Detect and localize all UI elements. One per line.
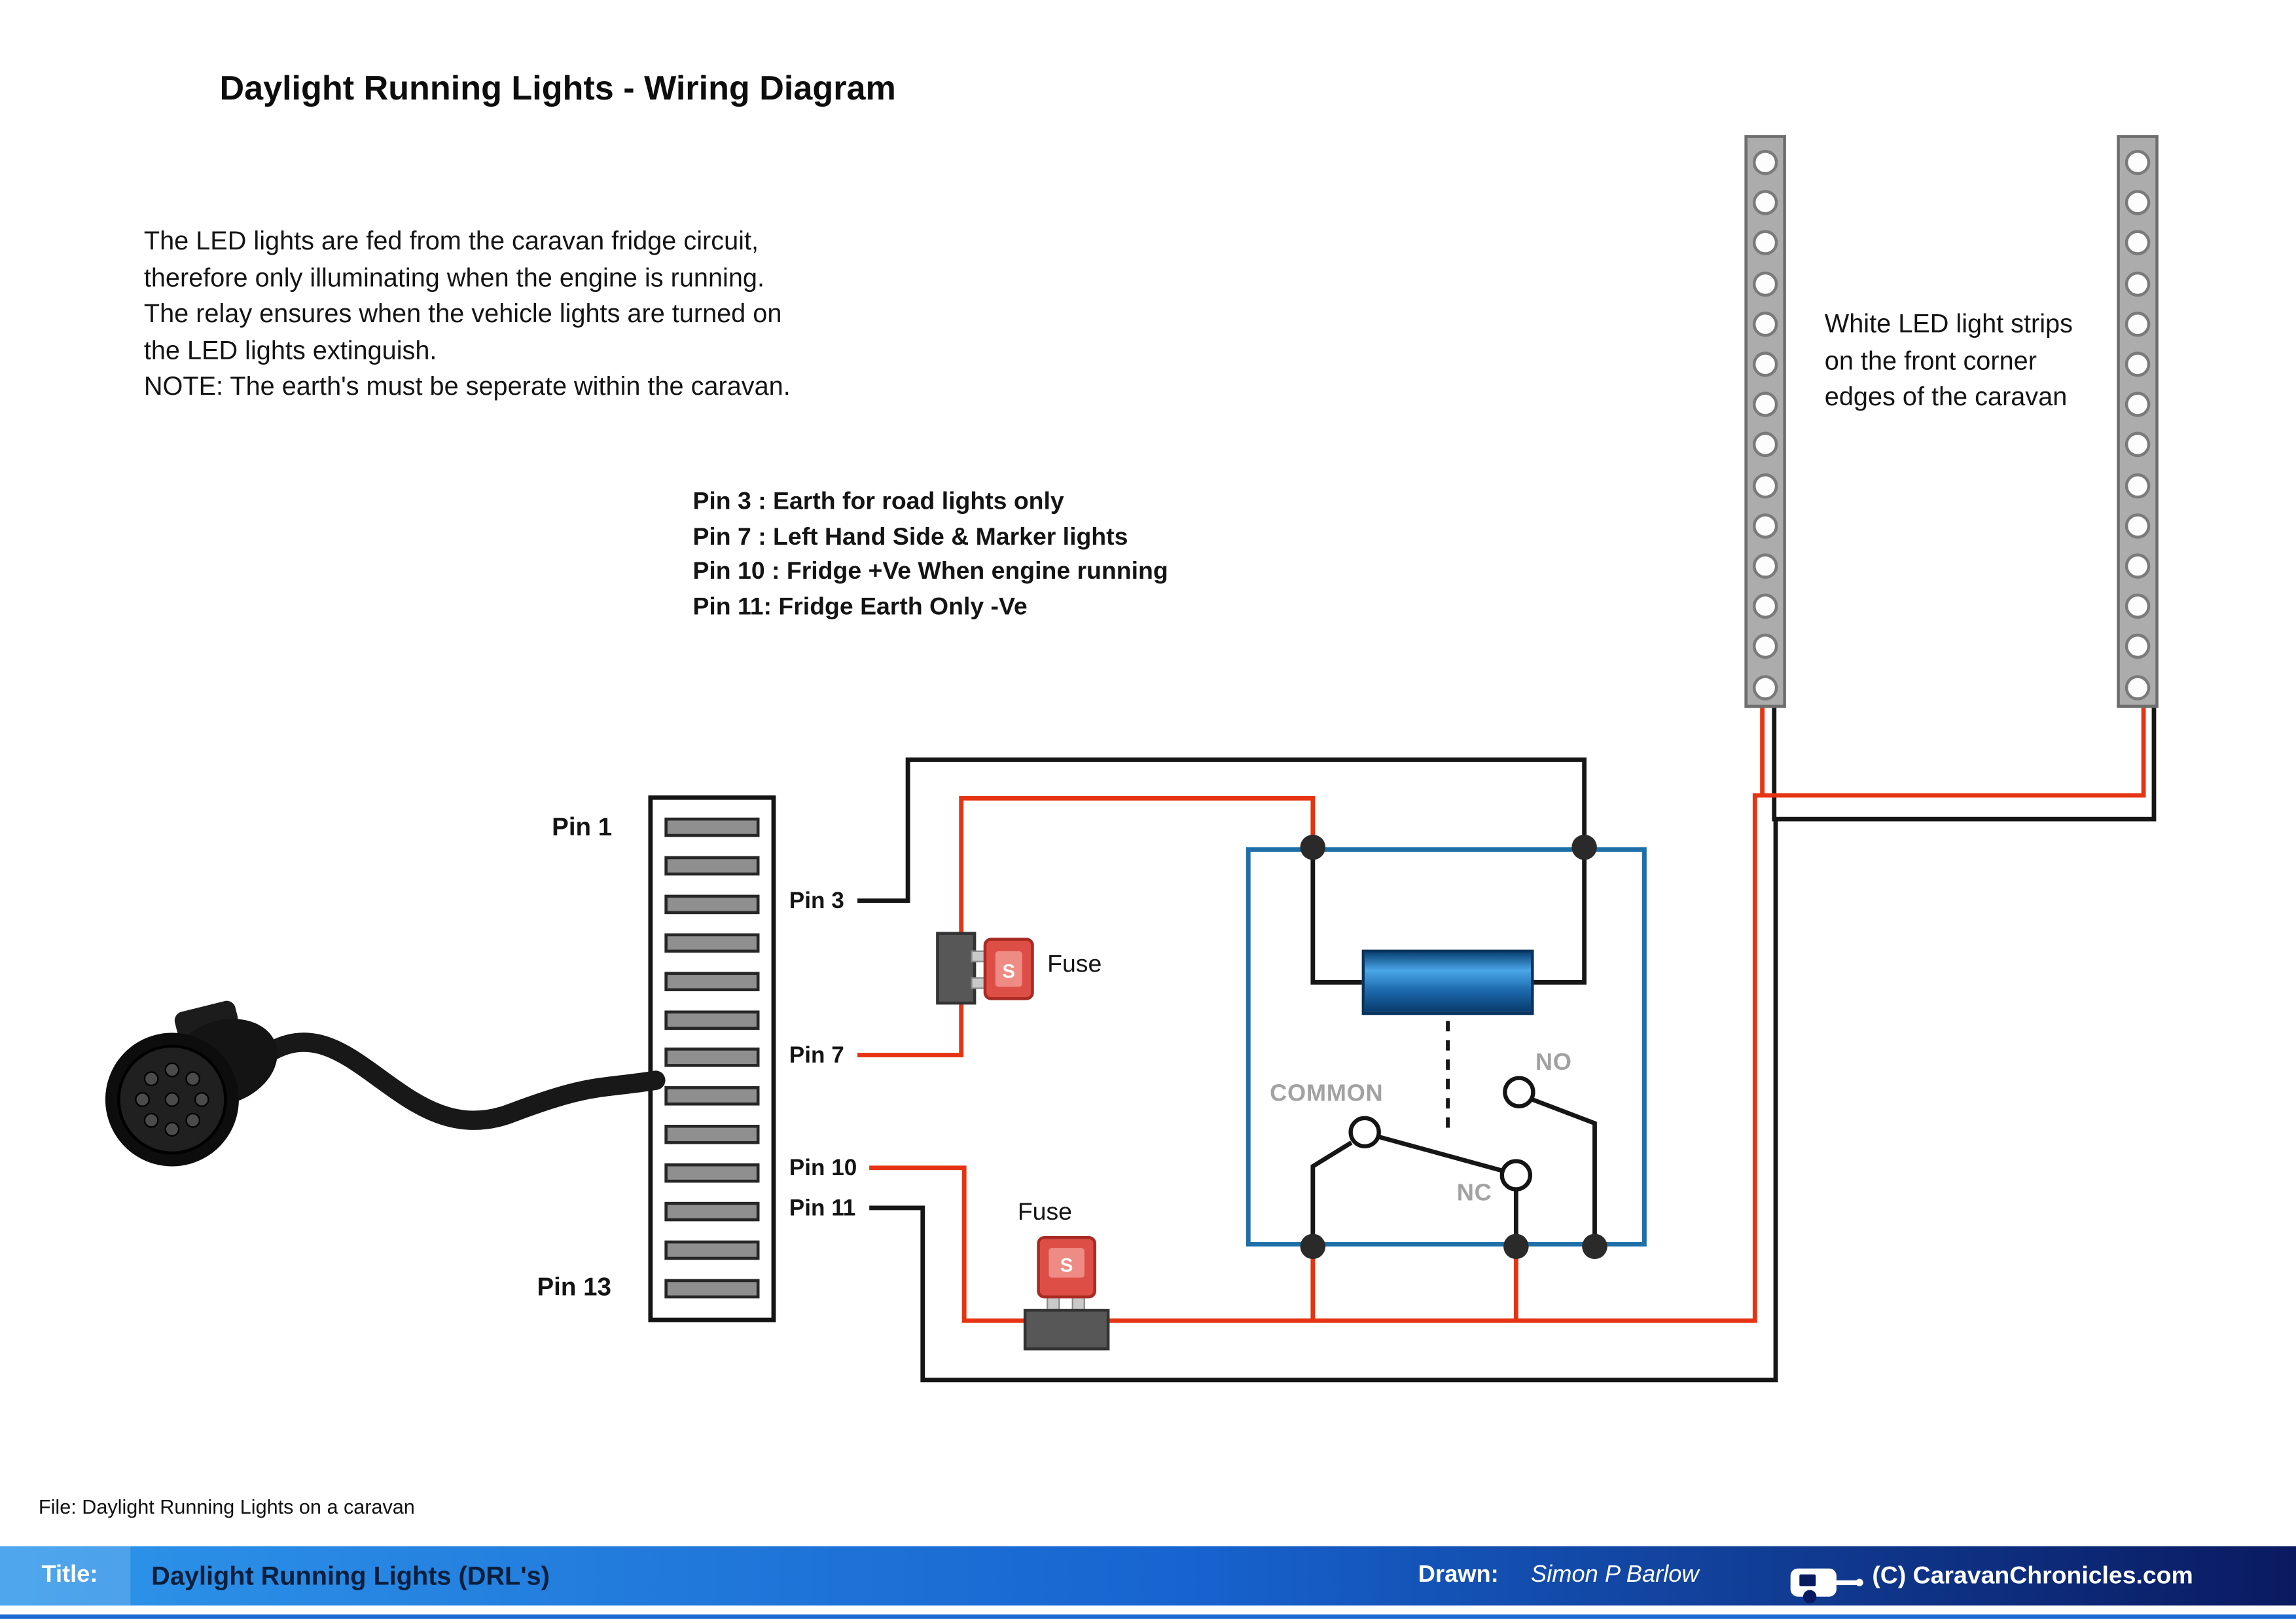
page-title: Daylight Running Lights - Wiring Diagram <box>219 68 896 107</box>
fuse1-graphic: S <box>936 932 1034 1005</box>
pin10-label: Pin 10 <box>789 1156 857 1182</box>
led-hole <box>2125 634 2151 660</box>
led-hole <box>2125 352 2151 377</box>
led-strip-left <box>1744 135 1786 708</box>
led-hole <box>1752 270 1778 297</box>
legend-line-pin11: Pin 11: Fridge Earth Only -Ve <box>692 593 1028 620</box>
connector-pin <box>664 894 760 914</box>
connector-pin <box>664 1048 760 1068</box>
plug-latch <box>174 1000 238 1038</box>
drawing-title: Daylight Running Lights (DRL's) <box>151 1561 550 1591</box>
relay-box <box>1246 847 1647 1247</box>
plug-face-outer <box>105 1032 239 1167</box>
fuse1-window <box>995 951 1022 987</box>
description-text: The LED lights are fed from the caravan … <box>143 225 791 401</box>
connector-pin <box>664 1086 760 1106</box>
led-hole <box>1752 392 1778 418</box>
led-hole <box>2125 190 2151 216</box>
file-line: File: Daylight Running Lights on a carav… <box>38 1495 415 1518</box>
connector-block <box>648 795 776 1322</box>
drawn-label: Drawn: <box>1418 1562 1499 1588</box>
fuse1-label: Fuse <box>1047 951 1102 978</box>
led-hole <box>2125 392 2151 418</box>
wire-pin7-via-fuse-to-coil <box>857 795 1316 1057</box>
nc-label: NC <box>1456 1181 1492 1207</box>
led-hole <box>2125 230 2151 256</box>
pin11-label: Pin 11 <box>789 1195 856 1222</box>
led-hole <box>1752 190 1778 216</box>
fuse1-marking: S <box>1002 961 1015 983</box>
led-hole <box>1752 432 1778 458</box>
plug-pins <box>135 1062 209 1137</box>
pin1-label: Pin 1 <box>552 813 613 842</box>
plug-face-inner <box>117 1044 227 1155</box>
connector-pin <box>664 1240 760 1260</box>
led-hole <box>1752 634 1778 660</box>
fuse2-window <box>1049 1248 1085 1278</box>
connector-pin <box>664 1163 760 1183</box>
led-hole <box>2125 432 2151 458</box>
connector-pin <box>664 1125 760 1144</box>
led-hole <box>2125 473 2151 498</box>
fuse2-label: Fuse <box>1017 1199 1072 1226</box>
legend-line-pin7: Pin 7 : Left Hand Side & Marker lights <box>692 522 1128 550</box>
led-hole <box>1752 674 1778 700</box>
title-label-backdrop <box>0 1546 131 1606</box>
fuse2-blade <box>1071 1293 1085 1314</box>
pin3-label: Pin 3 <box>789 888 844 915</box>
connector-pin <box>664 932 760 953</box>
fuse1-blade <box>971 977 989 989</box>
fuse2-holder <box>1023 1309 1110 1351</box>
pin-legend: Pin 3 : Earth for road lights only Pin 7… <box>692 485 1168 625</box>
led-hole <box>1752 513 1778 539</box>
led-strip-right <box>2117 135 2159 708</box>
led-hole <box>1752 311 1778 337</box>
connector-pin <box>664 1010 760 1029</box>
led-hole <box>1752 473 1778 498</box>
title-bar: Title: Daylight Running Lights (DRL's) D… <box>0 1546 2296 1606</box>
13-pin-plug <box>105 1000 278 1167</box>
drawn-by: Simon P Barlow <box>1531 1562 1699 1588</box>
led-hole <box>2125 149 2151 175</box>
led-hole <box>2125 513 2151 539</box>
plug-body <box>168 1019 278 1106</box>
led-hole <box>2125 594 2151 619</box>
connector-pin <box>664 971 760 991</box>
pin13-label: Pin 13 <box>537 1273 612 1302</box>
led-hole <box>1752 553 1778 579</box>
legend-line-pin10: Pin 10 : Fridge +Ve When engine running <box>692 558 1168 585</box>
connector-pin <box>664 1279 760 1298</box>
led-hole <box>2125 553 2151 579</box>
led-hole <box>1752 230 1778 256</box>
led-strips-note: White LED light strips on the front corn… <box>1824 308 2073 411</box>
fuse1-holder <box>936 932 977 1005</box>
legend-line-pin3: Pin 3 : Earth for road lights only <box>692 488 1064 515</box>
bottom-accent-line <box>0 1614 2296 1619</box>
plug-cable <box>245 1032 666 1130</box>
fuse2-marking: S <box>1060 1254 1073 1276</box>
pin7-label: Pin 7 <box>789 1043 844 1068</box>
fuse2-graphic: S <box>1023 1235 1110 1351</box>
fuse2-blade <box>1047 1293 1060 1314</box>
fuse1-body <box>983 938 1034 1000</box>
led-hole <box>1752 149 1778 175</box>
relay-coil <box>1361 949 1534 1015</box>
connector-pin <box>664 856 760 875</box>
wire-strips-earth-link <box>1772 708 2157 822</box>
fuse1-blade <box>971 950 989 962</box>
connector-pin <box>664 1201 760 1222</box>
led-hole <box>1752 352 1778 377</box>
no-label: NO <box>1535 1050 1572 1076</box>
common-label: COMMON <box>1270 1082 1384 1107</box>
led-hole <box>2125 674 2151 700</box>
led-hole <box>2125 311 2151 337</box>
led-hole <box>1752 594 1778 619</box>
connector-pin <box>664 817 760 837</box>
copyright: (C) CaravanChronicles.com <box>1872 1562 2193 1590</box>
title-label: Title: <box>41 1562 98 1588</box>
caravan-icon <box>1790 1568 1863 1603</box>
fuse2-body <box>1037 1235 1096 1299</box>
led-hole <box>2125 270 2151 297</box>
